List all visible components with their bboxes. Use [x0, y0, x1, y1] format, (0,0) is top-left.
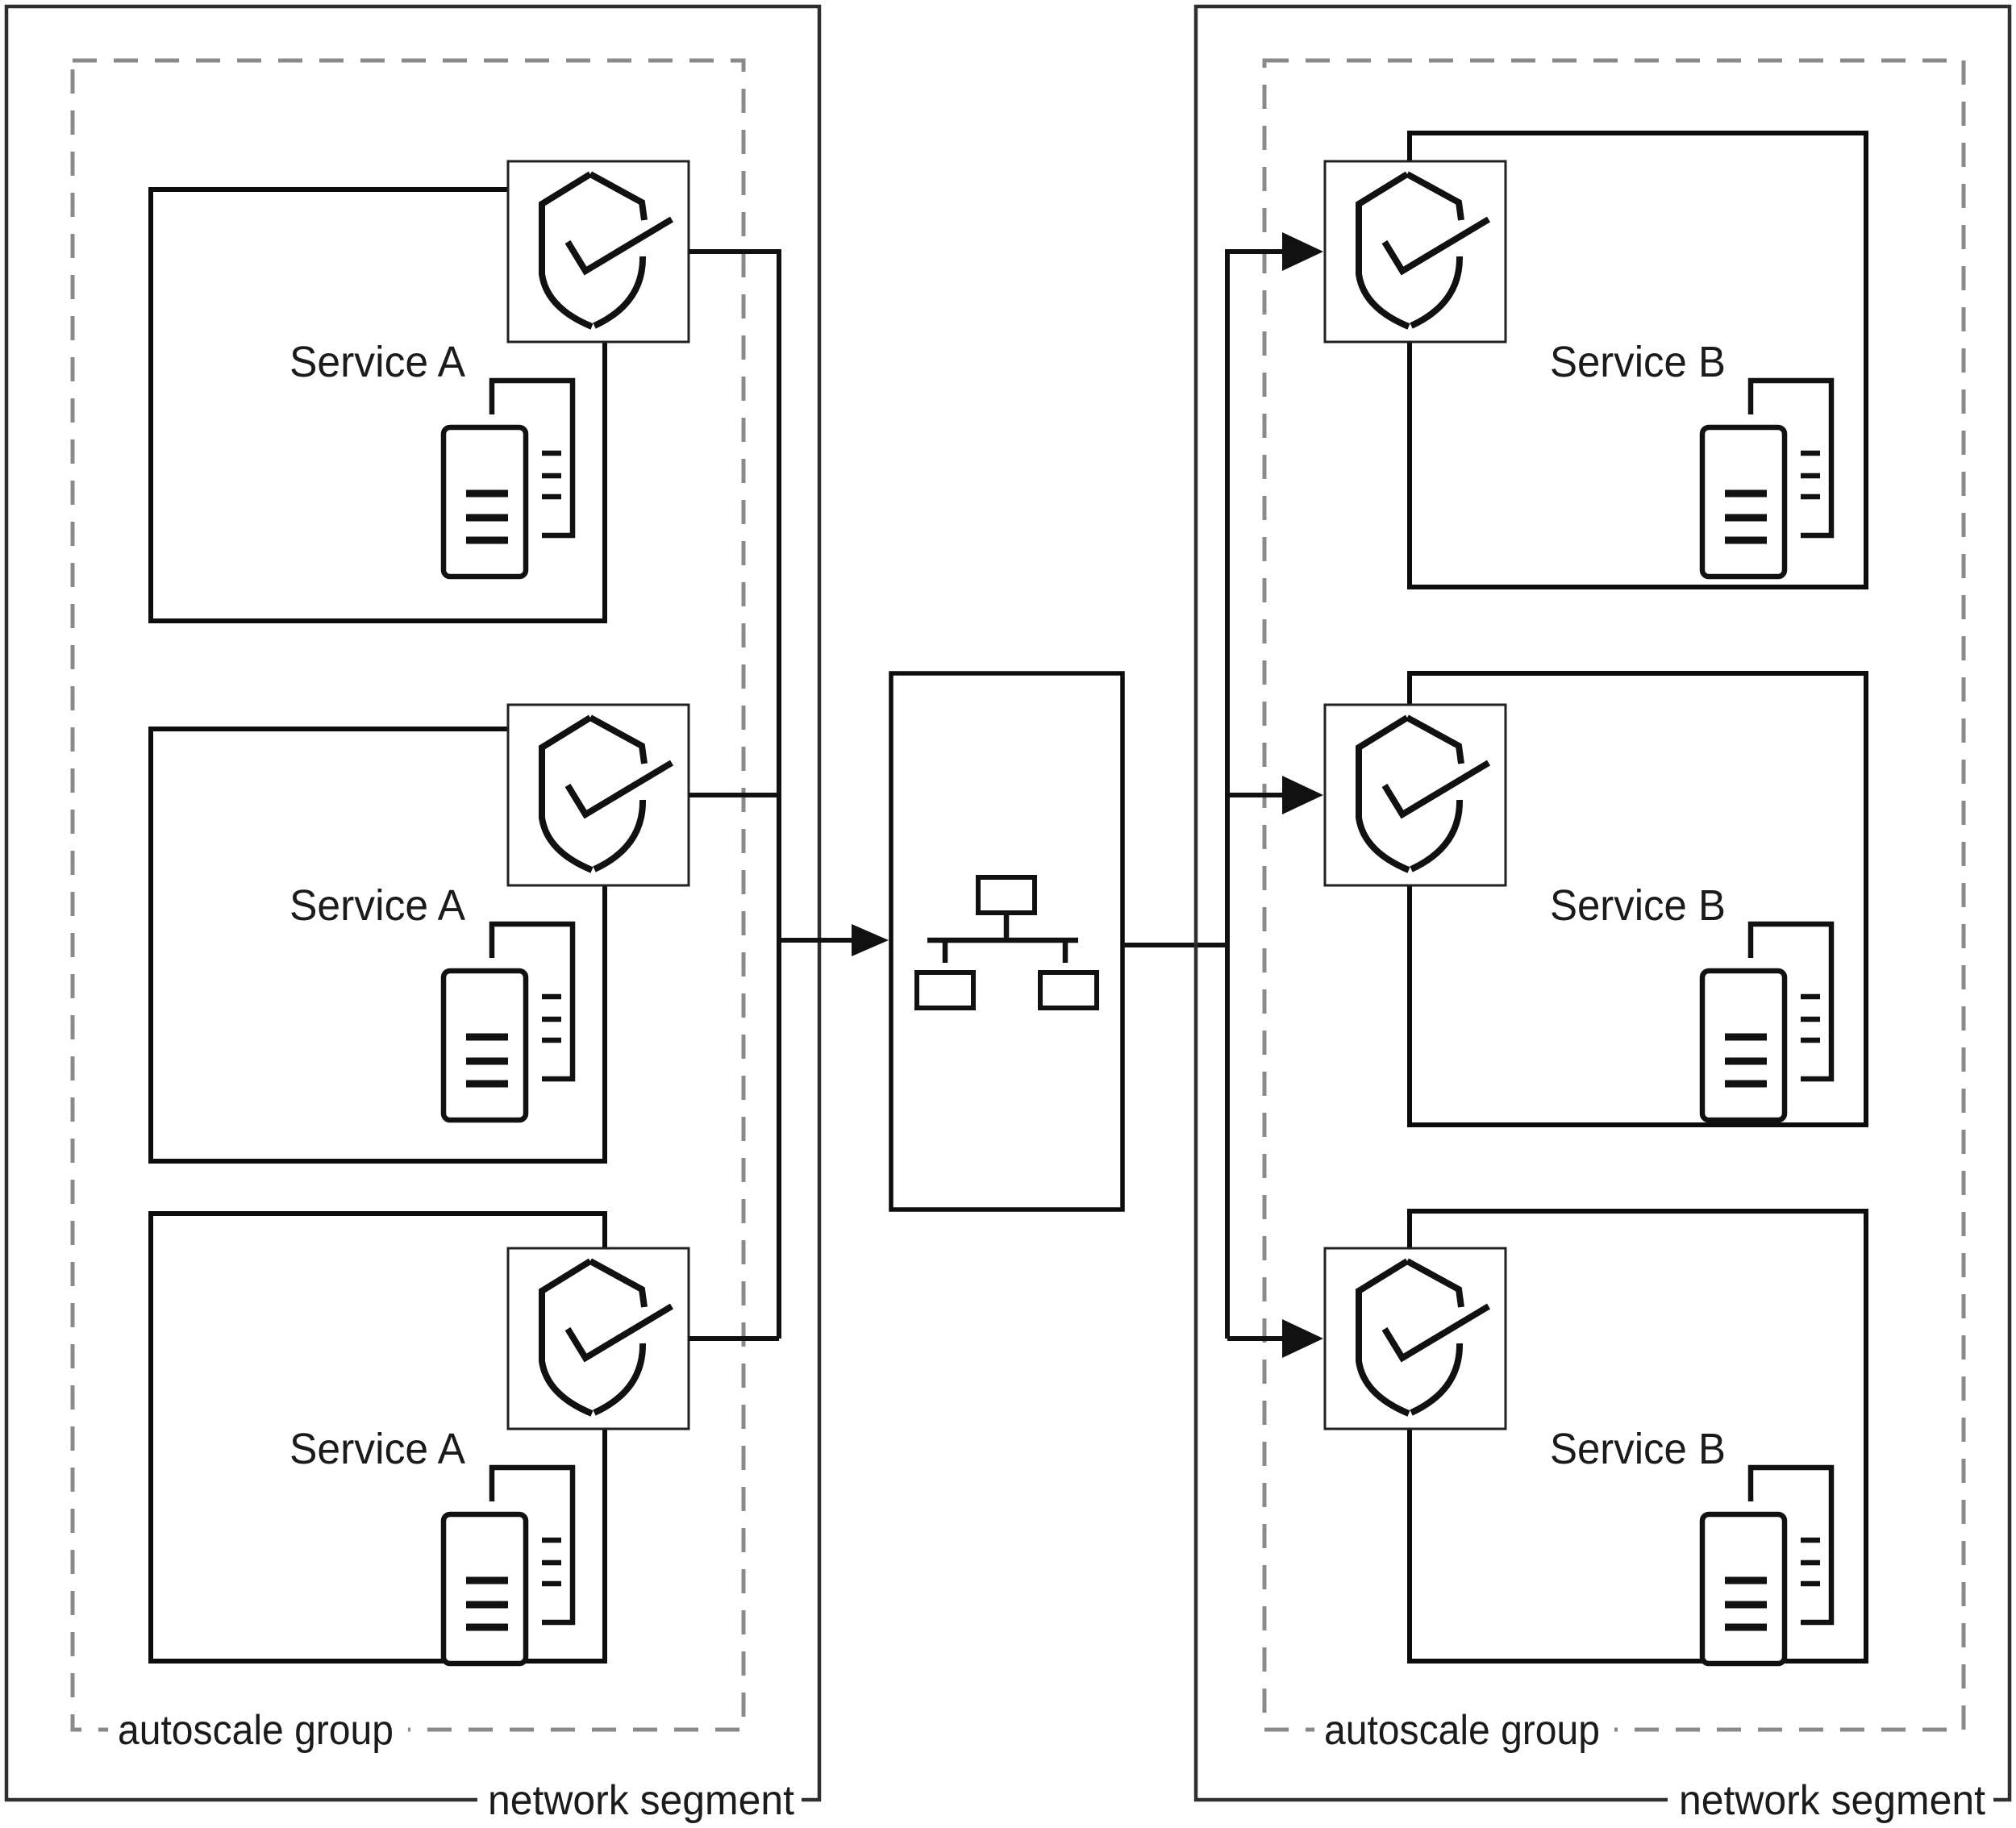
service-a-label-2: Service A — [289, 881, 465, 930]
service-b-label-2: Service B — [1550, 881, 1726, 930]
shield-check-icon — [506, 1247, 690, 1430]
shield-check-icon — [1323, 703, 1507, 887]
network-segment-border — [4, 4, 822, 1802]
arrow-head-icon — [1282, 776, 1323, 814]
load-balancer-node — [889, 671, 1227, 1212]
service-a-label-1: Service A — [289, 338, 465, 386]
network-segment-right: autoscale group network segment Service … — [1193, 4, 2012, 1824]
arrow-head-icon — [852, 924, 889, 956]
service-instance-doc-icon — [440, 921, 576, 1123]
network-segment-left: autoscale group network segment Service … — [4, 4, 889, 1824]
arrow-head-icon — [1282, 232, 1323, 271]
network-label-backdrop — [1668, 1777, 1993, 1824]
shield-check-icon — [1323, 160, 1507, 344]
network-segment-label: network segment — [1679, 1777, 1986, 1824]
shield-check-icon — [506, 703, 690, 887]
service-a-box-1 — [148, 187, 607, 623]
autoscale-label-backdrop — [108, 1708, 408, 1753]
collector-line — [689, 249, 781, 1339]
shield-check-icon — [506, 160, 690, 344]
service-a-label-3: Service A — [289, 1425, 465, 1473]
distributor-line — [1225, 249, 1284, 1339]
service-instance-doc-icon — [1699, 377, 1835, 580]
shield-check-icon — [1323, 1247, 1507, 1430]
network-label-backdrop — [477, 1777, 802, 1824]
network-segment-label: network segment — [488, 1777, 795, 1824]
service-b-label-1: Service B — [1550, 338, 1726, 386]
load-balancer-icon — [914, 875, 1099, 1010]
service-instance-doc-icon — [440, 1464, 576, 1667]
autoscale-group-label: autoscale group — [1324, 1707, 1600, 1754]
service-instance-doc-icon — [440, 377, 576, 580]
network-segment-border — [1193, 4, 2012, 1802]
service-instance-doc-icon — [1699, 1464, 1835, 1667]
arrow-head-icon — [1282, 1319, 1323, 1358]
service-b-label-3: Service B — [1550, 1425, 1726, 1473]
autoscale-group-label: autoscale group — [118, 1707, 394, 1754]
service-instance-doc-icon — [1699, 921, 1835, 1123]
autoscale-label-backdrop — [1314, 1708, 1614, 1753]
